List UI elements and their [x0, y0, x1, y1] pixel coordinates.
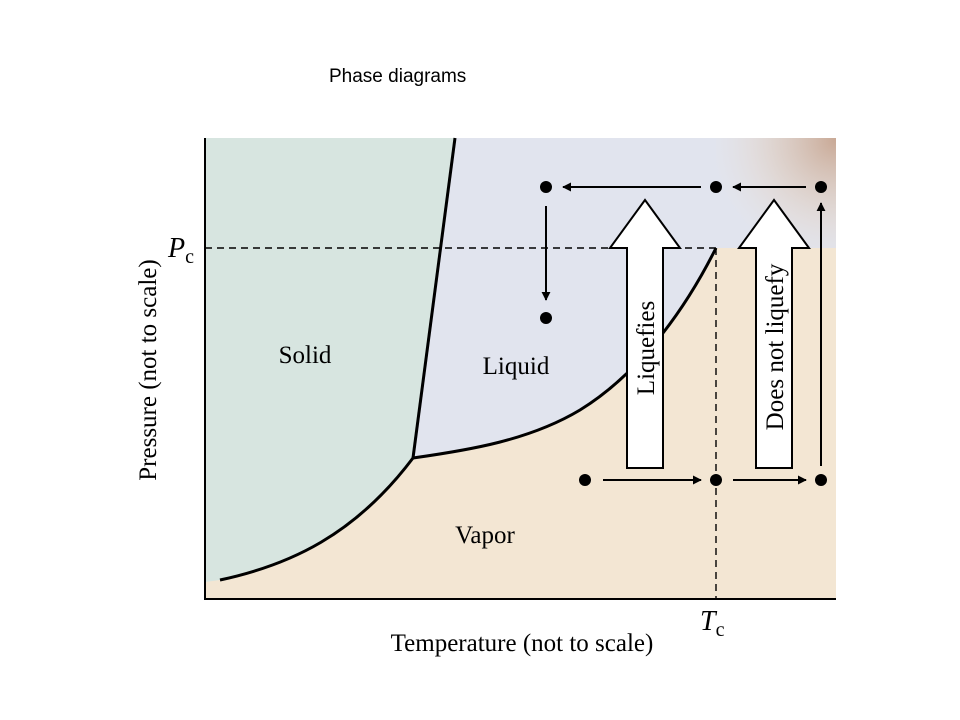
supercritical-region — [716, 138, 836, 248]
critical-pressure-symbol: P — [167, 233, 185, 264]
vapor-label: Vapor — [455, 522, 515, 549]
path-point — [815, 474, 827, 486]
critical-temperature-label: Tc — [700, 606, 725, 641]
critical-pressure-subscript: c — [185, 246, 194, 268]
y-axis-label: Pressure (not to scale) — [135, 259, 162, 480]
liquefies-arrow — [608, 198, 682, 469]
liquid-vapor-boundary — [412, 247, 718, 460]
path-point — [540, 181, 552, 193]
path-point — [815, 181, 827, 193]
critical-temperature-symbol: T — [700, 606, 718, 637]
solid-label: Solid — [279, 342, 332, 369]
critical-pressure-label: Pc — [167, 233, 194, 268]
solid-vapor-boundary — [219, 457, 415, 582]
does-not-liquefy-label: Does not liquefy — [762, 263, 789, 430]
does-not-liquefy-arrow — [737, 198, 811, 469]
liquefies-label: Liquefies — [633, 301, 660, 395]
path-point — [710, 474, 722, 486]
solid-region — [205, 138, 455, 582]
liquid-label: Liquid — [483, 353, 550, 380]
x-axis-label: Temperature (not to scale) — [391, 630, 654, 657]
path-point — [579, 474, 591, 486]
critical-temperature-subscript: c — [716, 619, 725, 641]
path-point — [710, 181, 722, 193]
path-point — [540, 312, 552, 324]
solid-liquid-boundary — [411, 137, 457, 459]
slide-title: Phase diagrams — [329, 66, 467, 87]
